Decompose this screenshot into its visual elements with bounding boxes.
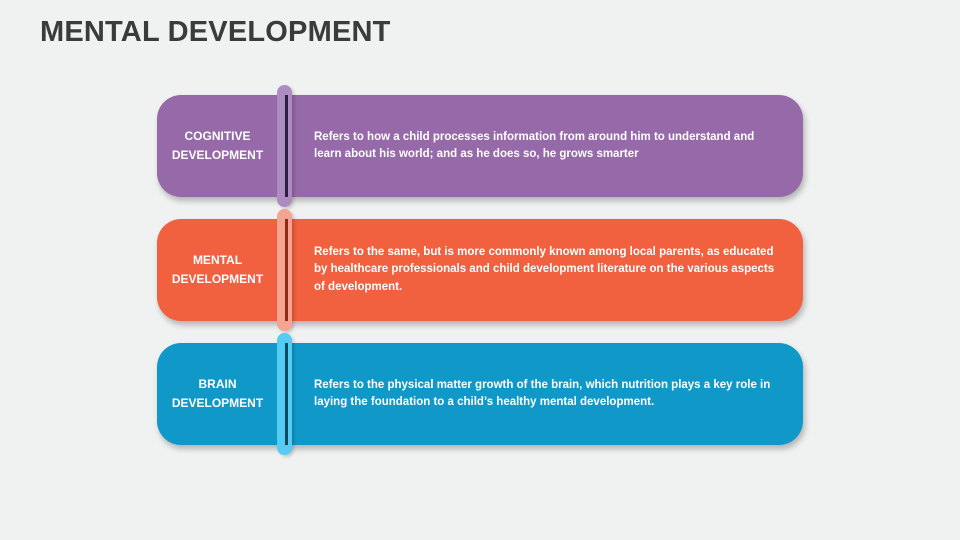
card-description: Refers to the same, but is more commonly…	[314, 246, 775, 293]
card-description: Refers to the physical matter growth of …	[314, 378, 771, 408]
card-brain-development: BRAIN DEVELOPMENT Refers to the physical…	[157, 333, 803, 455]
divider-capsule	[277, 333, 292, 455]
card-label: COGNITIVE DEVELOPMENT	[171, 129, 264, 162]
card-list: COGNITIVE DEVELOPMENT Refers to how a ch…	[157, 85, 803, 467]
divider-capsule	[277, 85, 292, 207]
divider-line	[285, 219, 288, 321]
slide-title: MENTAL DEVELOPMENT	[40, 16, 391, 48]
card-mental-development: MENTAL DEVELOPMENT Refers to the same, b…	[157, 209, 803, 331]
card-label: BRAIN DEVELOPMENT	[171, 377, 264, 410]
card-label: MENTAL DEVELOPMENT	[171, 253, 264, 286]
divider-line	[285, 95, 288, 197]
card-cognitive-development: COGNITIVE DEVELOPMENT Refers to how a ch…	[157, 85, 803, 207]
divider-capsule	[277, 209, 292, 331]
card-description: Refers to how a child processes informat…	[314, 130, 755, 160]
divider-line	[285, 343, 288, 445]
